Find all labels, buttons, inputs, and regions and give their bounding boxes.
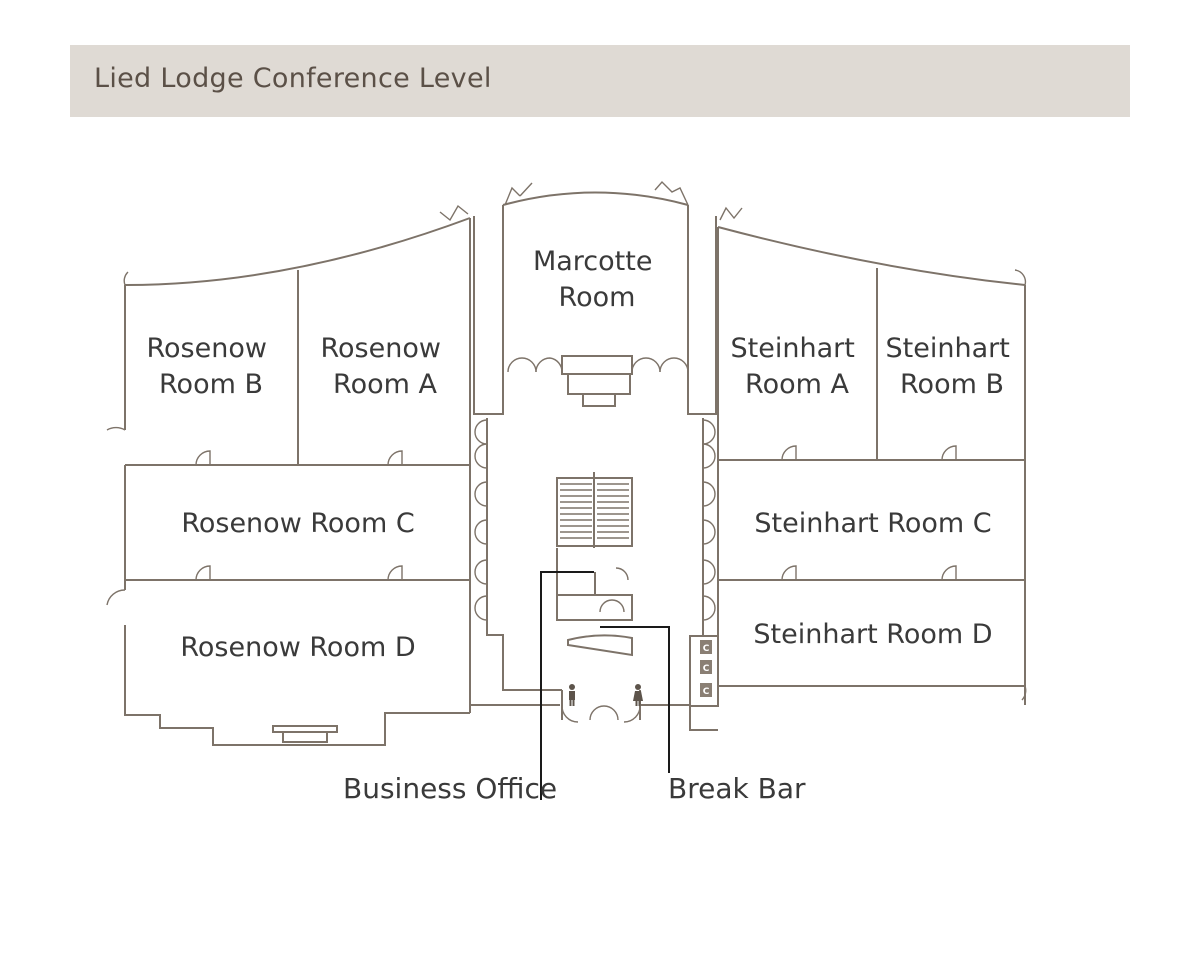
- title-banner: Lied Lodge Conference Level: [70, 45, 1130, 117]
- room-label-rosenow-a[interactable]: Rosenow Room A: [320, 333, 449, 400]
- room-label-steinhart-d[interactable]: Steinhart Room D: [753, 619, 992, 650]
- map-title: Lied Lodge Conference Level: [94, 63, 492, 94]
- left-wing-walls: [124, 205, 504, 746]
- center-walls: [470, 191, 718, 731]
- callout-business-office[interactable]: Business Office: [343, 772, 557, 805]
- men-restroom-icon: [569, 684, 575, 706]
- break-bar-leader: [600, 626, 670, 773]
- coat-check-icon: C C C: [700, 640, 712, 697]
- room-label-rosenow-b[interactable]: Rosenow Room B: [146, 333, 275, 400]
- door-swings: [106, 180, 1027, 723]
- coat-check-mark: C: [703, 664, 710, 674]
- stairs-icon: [556, 472, 633, 548]
- room-label-steinhart-c[interactable]: Steinhart Room C: [754, 508, 991, 539]
- room-label-steinhart-a[interactable]: Steinhart Room A: [731, 333, 864, 400]
- women-restroom-icon: [633, 684, 643, 706]
- room-label-rosenow-c[interactable]: Rosenow Room C: [181, 508, 414, 539]
- room-label-rosenow-d[interactable]: Rosenow Room D: [180, 632, 415, 663]
- coat-check-mark: C: [703, 644, 710, 654]
- room-label-steinhart-b[interactable]: Steinhart Room B: [886, 333, 1019, 400]
- right-wing-walls: [687, 205, 1026, 707]
- coat-check-mark: C: [703, 687, 710, 697]
- callout-break-bar[interactable]: Break Bar: [668, 772, 806, 805]
- business-office-leader: [540, 571, 594, 800]
- room-label-marcotte[interactable]: Marcotte Room: [533, 246, 661, 313]
